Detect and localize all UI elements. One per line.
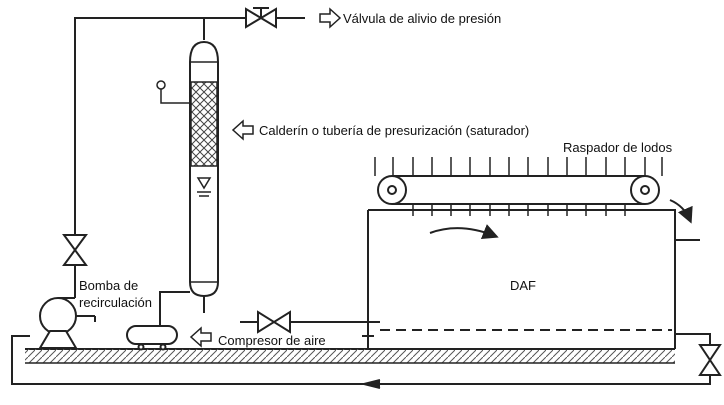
relief-valve [245,7,305,29]
sludge-scraper [374,157,693,224]
outline-arrow-icon [189,326,212,348]
recirculation-pump [38,297,95,349]
air-compressor-label: Compresor de aire [218,333,326,348]
daf-tank [362,209,700,350]
outline-arrow-icon [231,119,254,141]
saturator-vessel [189,40,219,298]
pump-discharge-line [62,17,246,298]
ground-slab [25,348,675,364]
pump-label-line1: Bomba de [79,278,139,293]
air-compressor [126,291,190,351]
daf-label: DAF [510,278,536,293]
relief-valve-label: Válvula de alivio de presión [343,11,502,26]
pump-label-line2: recirculación [79,295,152,310]
saturator-label: Calderín o tubería de presurización (sat… [259,123,530,138]
sludge-scraper-label: Raspador de lodos [563,140,673,155]
outlet-valve [675,333,722,384]
saturator-outlet-line [203,296,380,334]
outline-arrow-icon [319,7,342,29]
pressure-gauge-icon [156,80,190,104]
